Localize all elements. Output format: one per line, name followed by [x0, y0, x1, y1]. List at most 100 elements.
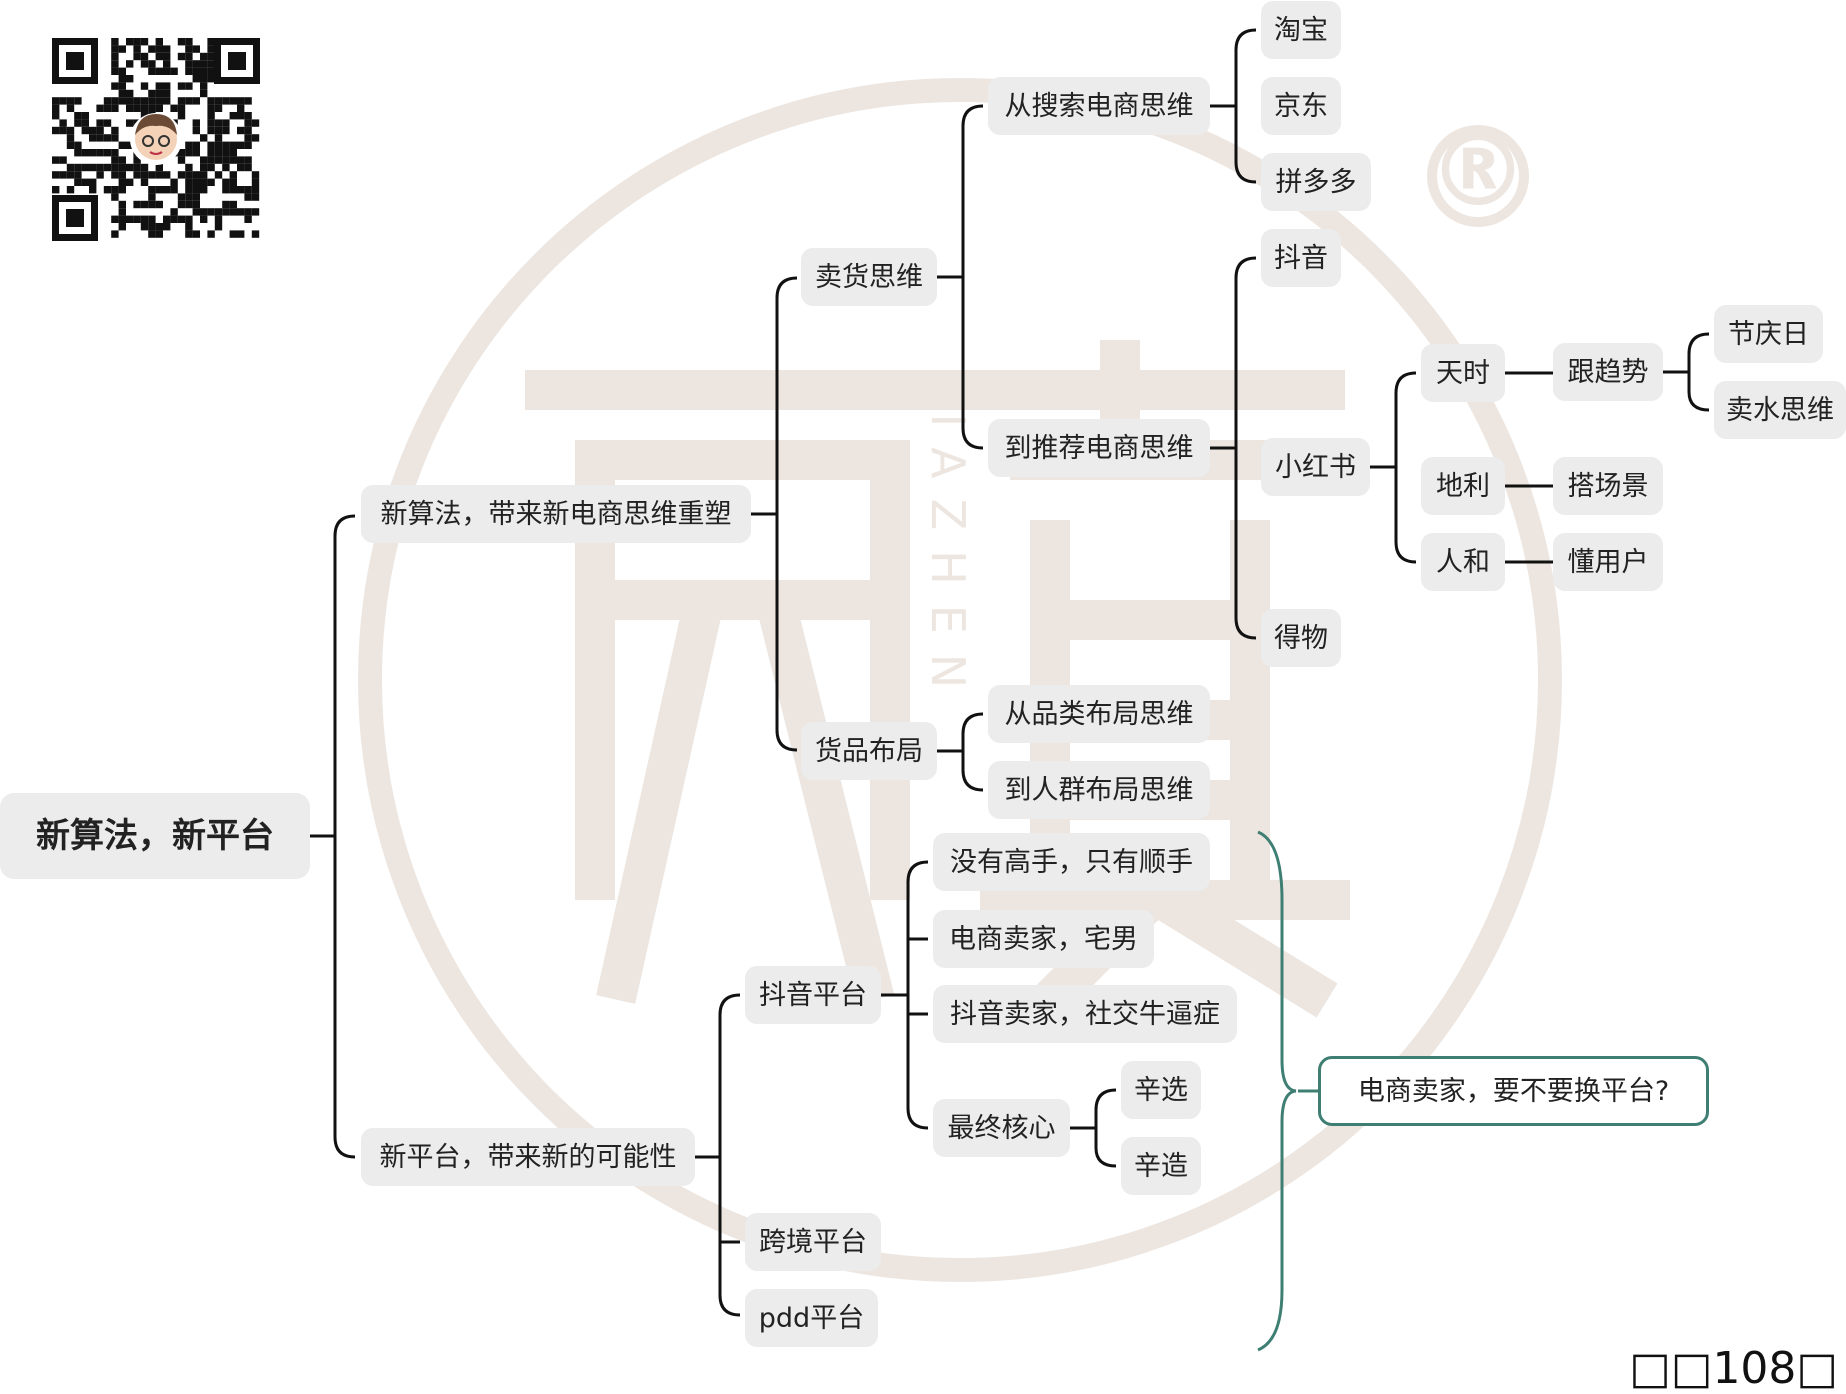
qr-module	[111, 230, 119, 238]
qr-module	[111, 104, 119, 112]
node-build-scene[interactable]: 搭场景	[1553, 457, 1663, 515]
qr-module	[177, 193, 186, 201]
qr-module	[81, 112, 89, 120]
qr-module	[244, 163, 252, 172]
qr-module	[200, 60, 208, 68]
node-know-users[interactable]: 懂用户	[1553, 533, 1663, 591]
qr-module	[237, 230, 245, 238]
qr-module	[118, 208, 126, 216]
qr-module	[192, 60, 200, 68]
qr-module	[66, 134, 75, 142]
qr-module	[214, 104, 223, 112]
qr-module	[140, 52, 149, 61]
node-pinduoduo[interactable]: 拼多多	[1261, 153, 1371, 211]
qr-module	[155, 82, 163, 90]
qr-module	[66, 97, 75, 105]
qr-module	[207, 104, 215, 112]
qr-module	[237, 208, 245, 216]
qr-module	[96, 171, 104, 179]
node-taobao[interactable]: 淘宝	[1261, 1, 1341, 59]
qr-code	[52, 38, 260, 241]
qr-module	[111, 156, 119, 164]
qr-module	[133, 200, 141, 209]
qr-module	[163, 82, 171, 90]
node-search-ecommerce[interactable]: 从搜索电商思维	[988, 77, 1210, 135]
node-jd[interactable]: 京东	[1261, 77, 1341, 135]
node-no-master[interactable]: 没有高手，只有顺手	[933, 833, 1210, 891]
node-new-platform[interactable]: 新平台，带来新的可能性	[361, 1128, 695, 1186]
qr-module	[177, 112, 186, 120]
qr-module	[52, 112, 60, 120]
qr-module	[207, 178, 215, 186]
node-core[interactable]: 最终核心	[933, 1099, 1070, 1157]
node-festival[interactable]: 节庆日	[1714, 305, 1823, 363]
qr-module	[74, 163, 82, 172]
node-selling-mindset[interactable]: 卖货思维	[801, 248, 937, 306]
qr-module	[200, 82, 208, 90]
qr-module	[170, 104, 178, 112]
qr-module	[200, 75, 208, 83]
qr-module	[96, 134, 104, 142]
node-dili[interactable]: 地利	[1421, 457, 1505, 515]
qr-module	[229, 208, 237, 216]
qr-module	[185, 163, 193, 172]
qr-module	[207, 156, 215, 164]
qr-module	[118, 200, 126, 209]
qr-module	[89, 186, 97, 194]
qr-module	[200, 163, 208, 172]
qr-module	[74, 149, 82, 157]
node-xiaohongshu[interactable]: 小红书	[1261, 438, 1370, 496]
qr-module	[163, 45, 171, 53]
qr-module	[229, 171, 237, 179]
node-follow-trend[interactable]: 跟趋势	[1553, 343, 1663, 401]
qr-module	[244, 141, 252, 149]
qr-module	[148, 186, 156, 194]
qr-module	[177, 38, 186, 46]
qr-module	[192, 230, 200, 238]
qr-module	[207, 38, 215, 46]
qr-module	[133, 171, 141, 179]
qr-module	[229, 141, 237, 149]
node-douyin-seller[interactable]: 抖音卖家，社交牛逼症	[933, 985, 1237, 1043]
node-new-algorithm[interactable]: 新算法，带来新电商思维重塑	[361, 485, 751, 543]
node-cross-border-platform[interactable]: 跨境平台	[745, 1213, 881, 1271]
node-xinxuan[interactable]: 辛选	[1121, 1061, 1201, 1119]
qr-module	[148, 230, 156, 238]
node-recommend-ecommerce[interactable]: 到推荐电商思维	[988, 419, 1210, 477]
qr-module	[185, 67, 193, 75]
node-renhe[interactable]: 人和	[1421, 533, 1505, 591]
qr-module	[237, 97, 245, 105]
qr-module	[140, 215, 149, 223]
qr-module	[81, 178, 89, 186]
node-tianshi[interactable]: 天时	[1421, 344, 1505, 402]
qr-module	[111, 126, 119, 135]
qr-module	[89, 163, 97, 172]
qr-module	[244, 119, 252, 127]
node-dewu[interactable]: 得物	[1261, 609, 1341, 667]
node-xinzao[interactable]: 辛造	[1121, 1137, 1201, 1195]
qr-module	[192, 186, 200, 194]
qr-module	[163, 223, 171, 231]
qr-module	[133, 38, 141, 46]
node-water-selling[interactable]: 卖水思维	[1714, 381, 1846, 439]
summary-brace	[1257, 830, 1297, 1352]
node-category-layout[interactable]: 从品类布局思维	[988, 685, 1210, 743]
qr-module	[66, 104, 75, 112]
watermark-registered-ring	[1427, 125, 1529, 227]
node-pdd-platform[interactable]: pdd平台	[745, 1289, 878, 1347]
qr-module	[170, 186, 178, 194]
qr-module	[155, 104, 163, 112]
node-crowd-layout[interactable]: 到人群布局思维	[988, 761, 1210, 819]
node-douyin[interactable]: 抖音	[1261, 229, 1341, 287]
node-goods-layout[interactable]: 货品布局	[801, 722, 937, 780]
qr-module	[207, 75, 215, 83]
qr-module	[155, 163, 163, 172]
qr-module	[185, 171, 193, 179]
qr-module	[155, 52, 163, 61]
qr-module	[118, 163, 126, 172]
root-node[interactable]: 新算法，新平台	[0, 793, 310, 879]
node-douyin-platform[interactable]: 抖音平台	[745, 966, 881, 1024]
qr-module	[163, 171, 171, 179]
summary-callout[interactable]: 电商卖家，要不要换平台?	[1318, 1056, 1709, 1126]
node-seller-otaku[interactable]: 电商卖家，宅男	[933, 910, 1154, 968]
